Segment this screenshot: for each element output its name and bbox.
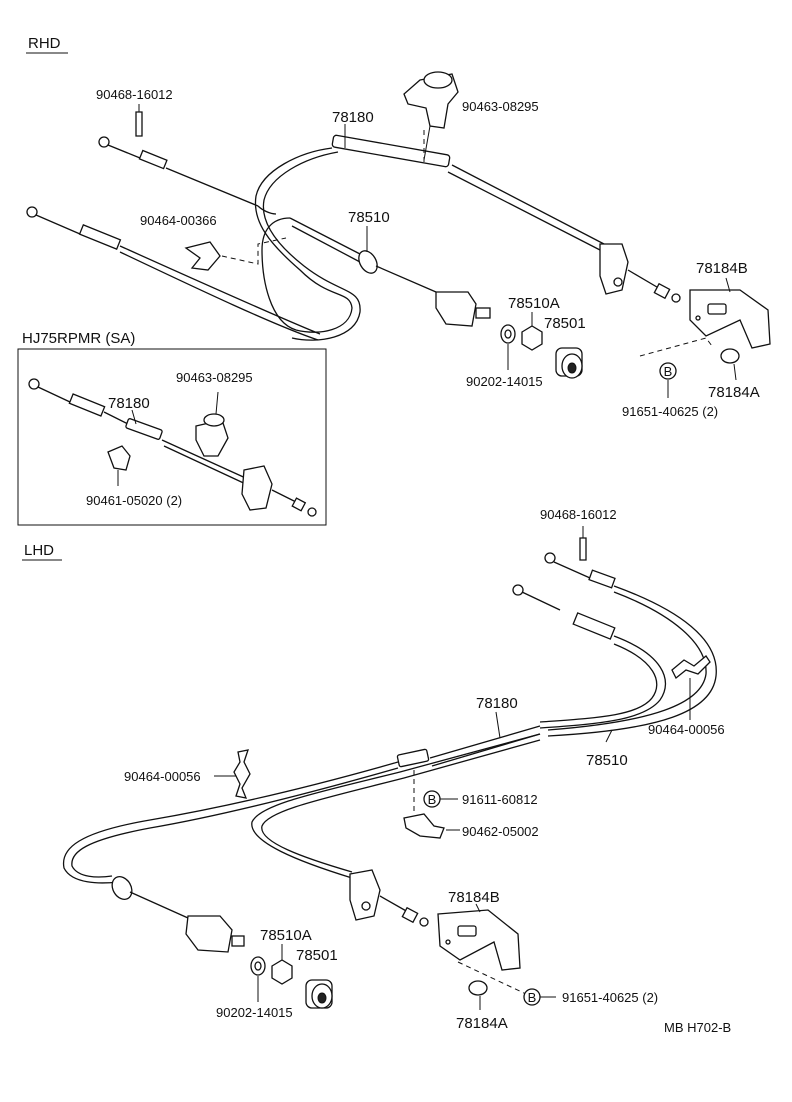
cable-fitting bbox=[78, 224, 122, 250]
label-78501: 78501 bbox=[544, 315, 586, 332]
rhd-clamp-90463 bbox=[403, 71, 459, 162]
lhd-ref-b2: B bbox=[528, 990, 537, 1005]
label-lhd-90464-00056-right: 90464-00056 bbox=[648, 722, 725, 737]
label-lhd-91611-60812: 91611-60812 bbox=[462, 792, 538, 807]
label-lhd-78510A: 78510A bbox=[260, 927, 312, 944]
lhd-bolt-78184A bbox=[457, 961, 527, 1010]
lhd-knob-78501 bbox=[305, 979, 333, 1009]
label-lhd-90468-16012: 90468-16012 bbox=[540, 507, 617, 522]
lever-end bbox=[435, 291, 477, 327]
rhd-knob-78501 bbox=[555, 347, 583, 379]
label-78184B: 78184B bbox=[696, 260, 748, 277]
label-lhd-78501: 78501 bbox=[296, 947, 338, 964]
rhd-heading: RHD bbox=[28, 35, 61, 52]
lhd-lever-assembly bbox=[111, 876, 245, 953]
lever-tip bbox=[475, 307, 491, 319]
cable-fitting bbox=[138, 149, 168, 170]
rhd-bracket-78184B bbox=[689, 277, 771, 349]
label-90468-16012: 90468-16012 bbox=[96, 87, 173, 102]
cable-end-ball bbox=[98, 136, 110, 148]
diagram-code: MB H702-B bbox=[664, 1020, 731, 1035]
label-hj-90461-05020: 90461-05020 (2) bbox=[86, 493, 182, 508]
lhd-long-cable bbox=[62, 725, 541, 884]
lhd-ref-b1: B bbox=[428, 792, 437, 807]
label-lhd-91651-40625: 91651-40625 (2) bbox=[562, 990, 658, 1005]
label-78510: 78510 bbox=[348, 209, 390, 226]
rhd-washer-90202 bbox=[500, 324, 516, 370]
grommet bbox=[358, 250, 378, 274]
rhd-section: RHD bbox=[26, 35, 771, 419]
label-hj-90463-08295: 90463-08295 bbox=[176, 370, 253, 385]
label-78180: 78180 bbox=[332, 109, 374, 126]
label-90464-00366: 90464-00366 bbox=[140, 213, 217, 228]
lhd-clip-90464-right bbox=[671, 655, 711, 720]
lhd-pin-90468 bbox=[579, 526, 587, 561]
lhd-bracket-78184B bbox=[437, 903, 521, 971]
lhd-nut-78510A bbox=[271, 944, 293, 985]
lhd-right-cable bbox=[512, 552, 717, 737]
hj-clip-90461 bbox=[107, 445, 131, 471]
lhd-sleeve bbox=[396, 748, 430, 768]
rhd-lower-cable bbox=[26, 206, 321, 341]
label-90463-08295: 90463-08295 bbox=[462, 99, 539, 114]
rhd-ref-b: B bbox=[664, 364, 673, 379]
rhd-clip-90464 bbox=[184, 237, 287, 271]
label-78184A: 78184A bbox=[708, 384, 760, 401]
rhd-cable-78510 bbox=[289, 217, 491, 327]
hj75-heading: HJ75RPMR (SA) bbox=[22, 330, 135, 347]
hj75-inset: HJ75RPMR (SA) 90463-08295 78180 90461-05… bbox=[17, 330, 327, 526]
label-lhd-78184A: 78184A bbox=[456, 1015, 508, 1032]
lhd-clamp-90462 bbox=[403, 770, 460, 839]
lhd-equalizer bbox=[349, 869, 429, 927]
cable-end-ball bbox=[26, 206, 38, 218]
lhd-clip-90464-left bbox=[214, 749, 251, 799]
label-lhd-78510: 78510 bbox=[586, 752, 628, 769]
label-78510A: 78510A bbox=[508, 295, 560, 312]
rhd-ref-b-circle bbox=[659, 362, 677, 380]
rhd-pin-90468 bbox=[135, 104, 143, 137]
rhd-nut-78510A bbox=[521, 312, 543, 351]
label-lhd-78180: 78180 bbox=[476, 695, 518, 712]
hj-sleeve bbox=[125, 418, 163, 440]
hj75-box bbox=[17, 348, 327, 526]
label-lhd-90462-05002: 90462-05002 bbox=[462, 824, 539, 839]
lhd-washer-90202 bbox=[250, 956, 266, 1002]
hj-equalizer bbox=[241, 465, 273, 511]
lhd-section: LHD bbox=[22, 507, 731, 1035]
label-91651-40625: 91651-40625 (2) bbox=[622, 404, 718, 419]
label-90202-14015: 90202-14015 bbox=[466, 374, 543, 389]
cable-sleeve bbox=[331, 134, 451, 168]
label-lhd-90464-00056-left: 90464-00056 bbox=[124, 769, 201, 784]
label-lhd-78184B: 78184B bbox=[448, 889, 500, 906]
rhd-cable-78180 bbox=[98, 134, 605, 341]
lhd-heading: LHD bbox=[24, 542, 54, 559]
rhd-bolt-78184A bbox=[639, 337, 740, 381]
rhd-equalizer bbox=[599, 243, 681, 303]
label-hj-78180: 78180 bbox=[108, 395, 150, 412]
label-lhd-90202-14015: 90202-14015 bbox=[216, 1005, 293, 1020]
